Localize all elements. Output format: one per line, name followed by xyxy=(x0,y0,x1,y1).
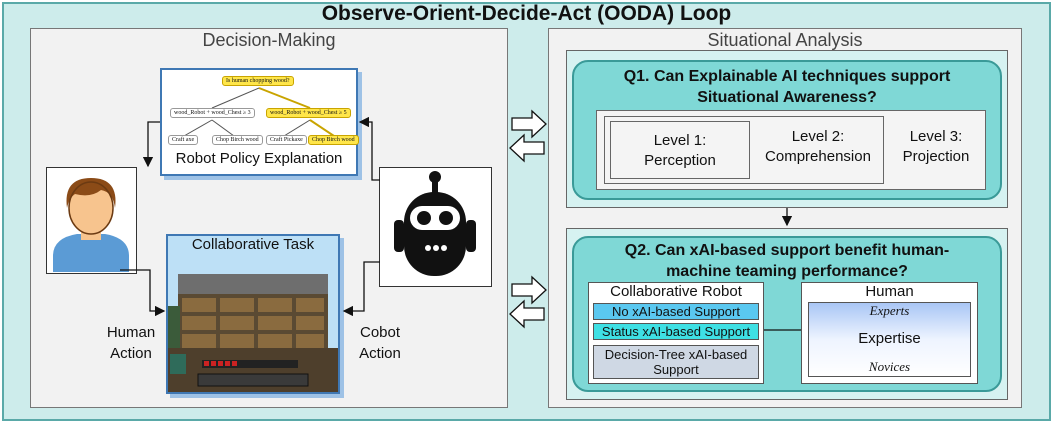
expertise-gradient xyxy=(808,302,971,377)
block-arrow-right-bottom xyxy=(511,275,547,305)
robot-to-policy-arrow xyxy=(358,116,380,181)
level-2-label: Level 2: Comprehension xyxy=(752,127,884,167)
cobot-action-label: Cobot Action xyxy=(345,322,415,364)
collaborative-task-box xyxy=(166,234,340,394)
block-arrow-left-top xyxy=(509,133,545,163)
human-title: Human xyxy=(865,283,914,300)
level-1-line1: Level 1: xyxy=(653,132,707,149)
tree-right-condition: wood_Robot + wood_Chest ≥ 5 xyxy=(266,108,351,118)
situational-analysis-title: Situational Analysis xyxy=(707,30,863,50)
tree-root-node: Is human chopping wood? xyxy=(222,76,294,86)
policy-explanation-box: Is human chopping wood? wood_Robot + woo… xyxy=(160,68,359,176)
human-action-line1: Human xyxy=(106,324,156,341)
human-avatar-box xyxy=(46,167,137,274)
sa-level-1-box xyxy=(610,121,750,179)
collaborative-task-label: Collaborative Task xyxy=(191,236,315,253)
level-3-line1: Level 3: xyxy=(909,128,963,145)
tree-leaf-chop-birch: Chop Birch wood xyxy=(212,135,263,145)
level-2-line2: Comprehension xyxy=(765,148,871,165)
status-xai-support-option: Status xAI-based Support xyxy=(593,323,759,340)
level-1-line2: Perception xyxy=(644,152,716,169)
main-title: Observe-Orient-Decide-Act (OODA) Loop xyxy=(321,2,732,25)
robot-to-task-arrow xyxy=(342,261,380,317)
cobot-action-line2: Action xyxy=(359,345,401,362)
decision-tree-xai-support-option: Decision-Tree xAI-based Support xyxy=(593,345,759,379)
cobot-action-line1: Cobot xyxy=(359,324,401,341)
level-2-line1: Level 2: xyxy=(791,128,845,145)
tree-leaf-craft-axe: Craft axe xyxy=(168,135,199,145)
human-to-task-arrow xyxy=(120,269,166,317)
human-action-label: Human Action xyxy=(96,322,166,364)
level-3-label: Level 3: Projection xyxy=(886,127,986,167)
q1-title-line1: Q1. Can Explainable AI techniques suppor… xyxy=(623,68,951,85)
q2-title-line2: machine teaming performance? xyxy=(666,263,908,280)
robot-box xyxy=(379,167,492,287)
q1-title: Q1. Can Explainable AI techniques suppor… xyxy=(572,66,1002,108)
person-icon xyxy=(53,178,129,272)
level-1-label: Level 1: Perception xyxy=(610,131,750,171)
policy-to-human-arrow xyxy=(142,121,160,168)
robot-icon xyxy=(394,171,476,276)
q2-title: Q2. Can xAI-based support benefit human-… xyxy=(572,240,1002,282)
q2-title-line1: Q2. Can xAI-based support benefit human- xyxy=(624,242,950,259)
human-action-line2: Action xyxy=(110,345,152,362)
block-arrow-right-top xyxy=(511,109,547,139)
minecraft-scene-image xyxy=(168,236,338,392)
decision-making-title: Decision-Making xyxy=(202,30,336,50)
tree-leaf-chop-birch-highlight: Chop Birch wood xyxy=(308,135,359,145)
decision-tree-edges xyxy=(183,87,335,137)
expertise-label: Expertise xyxy=(858,330,921,347)
level-3-line2: Projection xyxy=(902,148,970,165)
q1-title-line2: Situational Awareness? xyxy=(697,89,877,106)
collaborative-robot-title: Collaborative Robot xyxy=(610,283,742,300)
no-xai-support-option: No xAI-based Support xyxy=(593,303,759,320)
experts-label: Experts xyxy=(869,303,910,318)
policy-explanation-label: Robot Policy Explanation xyxy=(175,150,343,167)
block-arrow-left-bottom xyxy=(509,299,545,329)
novices-label: Novices xyxy=(868,359,911,374)
tree-leaf-craft-pickaxe: Craft Pickaxe xyxy=(266,135,307,145)
tree-left-condition: wood_Robot + wood_Chest ≥ 3 xyxy=(170,108,255,118)
